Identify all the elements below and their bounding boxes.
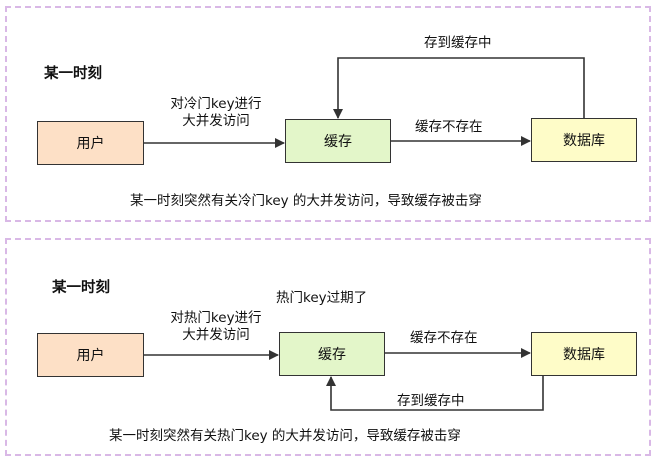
scenario-2-expired-label: 热门key过期了	[276, 290, 368, 306]
scenario-2-user-box: 用户	[37, 333, 144, 377]
scenario-2-caption: 某一时刻突然有关热门key 的大并发访问，导致缓存被击穿	[109, 428, 461, 444]
scenario-2-db-box: 数据库	[531, 332, 637, 376]
scenario-1-cache-box: 缓存	[285, 119, 391, 163]
scenario-1-request-label: 对冷门key进行 大并发访问	[158, 96, 274, 130]
scenario-1-user-box: 用户	[37, 121, 144, 165]
scenario-2-title: 某一时刻	[52, 280, 110, 296]
scenario-2-miss-label: 缓存不存在	[410, 330, 478, 346]
scenario-2-writeback-label: 存到缓存中	[397, 393, 465, 409]
scenario-1-request-label-line1: 对冷门key进行	[170, 96, 262, 112]
scenario-2-request-label: 对热门key进行 大并发访问	[158, 310, 274, 344]
scenario-1-arrow-db-to-cache	[333, 57, 585, 119]
scenario-1-miss-label: 缓存不存在	[415, 119, 483, 135]
scenario-1-title: 某一时刻	[44, 66, 102, 82]
scenario-1-caption: 某一时刻突然有关冷门key 的大并发访问，导致缓存被击穿	[130, 193, 482, 209]
scenario-1-db-box: 数据库	[531, 118, 637, 162]
scenario-2-cache-box: 缓存	[279, 332, 385, 376]
scenario-2-request-label-line2: 大并发访问	[182, 327, 250, 343]
scenario-1-panel	[5, 6, 651, 222]
scenario-2-arrow-db-to-cache	[326, 376, 544, 411]
scenario-1-request-label-line2: 大并发访问	[182, 113, 250, 129]
scenario-1-writeback-label: 存到缓存中	[424, 35, 492, 51]
scenario-2-request-label-line1: 对热门key进行	[170, 310, 262, 326]
scenario-2-panel	[5, 238, 651, 456]
